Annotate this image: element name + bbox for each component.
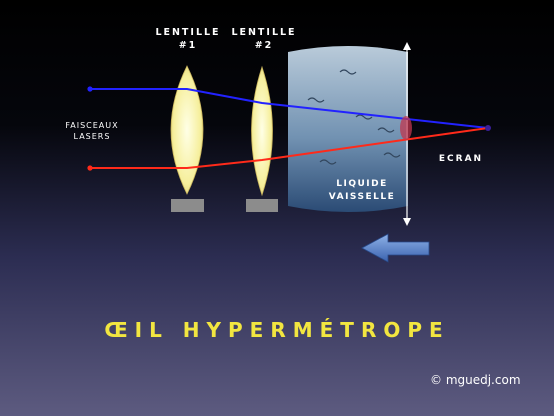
- lens2-label-line2: #2: [254, 40, 274, 51]
- beams-label: FAISCEAUX LASERS: [52, 120, 132, 142]
- lens2-label-line1: LENTILLE: [231, 27, 297, 38]
- beams-label-line1: FAISCEAUX: [65, 121, 119, 130]
- lens2-label: LENTILLE #2: [229, 26, 299, 52]
- lens1: [170, 65, 204, 195]
- wave-icon: [355, 114, 373, 120]
- laser-beam-bottom: [90, 127, 489, 169]
- liquid-label-line1: LIQUIDE: [336, 179, 388, 189]
- focal-point: [485, 125, 491, 131]
- lens2: [251, 65, 273, 197]
- wave-icons: [307, 69, 401, 165]
- screen-spot: [400, 116, 412, 140]
- lens2-base: [246, 199, 278, 212]
- lens1-label-line2: #1: [178, 40, 198, 51]
- left-arrow-icon: [361, 233, 430, 263]
- wave-icon: [377, 127, 395, 133]
- liquid-label-line2: VAISSELLE: [328, 192, 396, 202]
- beam-start-top: [87, 86, 93, 92]
- credit-text: © mguedj.com: [430, 373, 521, 387]
- screen-label: ECRAN: [438, 154, 484, 164]
- beam-start-bottom: [87, 165, 93, 171]
- wave-icon: [307, 97, 325, 103]
- liquid-label: LIQUIDE VAISSELLE: [322, 178, 402, 204]
- laser-beam-top: [90, 88, 489, 129]
- beams-label-line2: LASERS: [73, 132, 111, 141]
- wave-icon: [339, 69, 357, 75]
- page-title: ŒIL HYPERMÉTROPE: [104, 318, 450, 342]
- wave-icon: [383, 152, 401, 158]
- lens1-base: [171, 199, 204, 212]
- wave-icon: [319, 159, 337, 165]
- lens1-label: LENTILLE #1: [155, 26, 221, 52]
- screen-arrow-up: [403, 42, 411, 50]
- lens1-label-line1: LENTILLE: [155, 27, 221, 38]
- liquid-tank: [288, 46, 408, 212]
- screen-arrow-down: [403, 218, 411, 226]
